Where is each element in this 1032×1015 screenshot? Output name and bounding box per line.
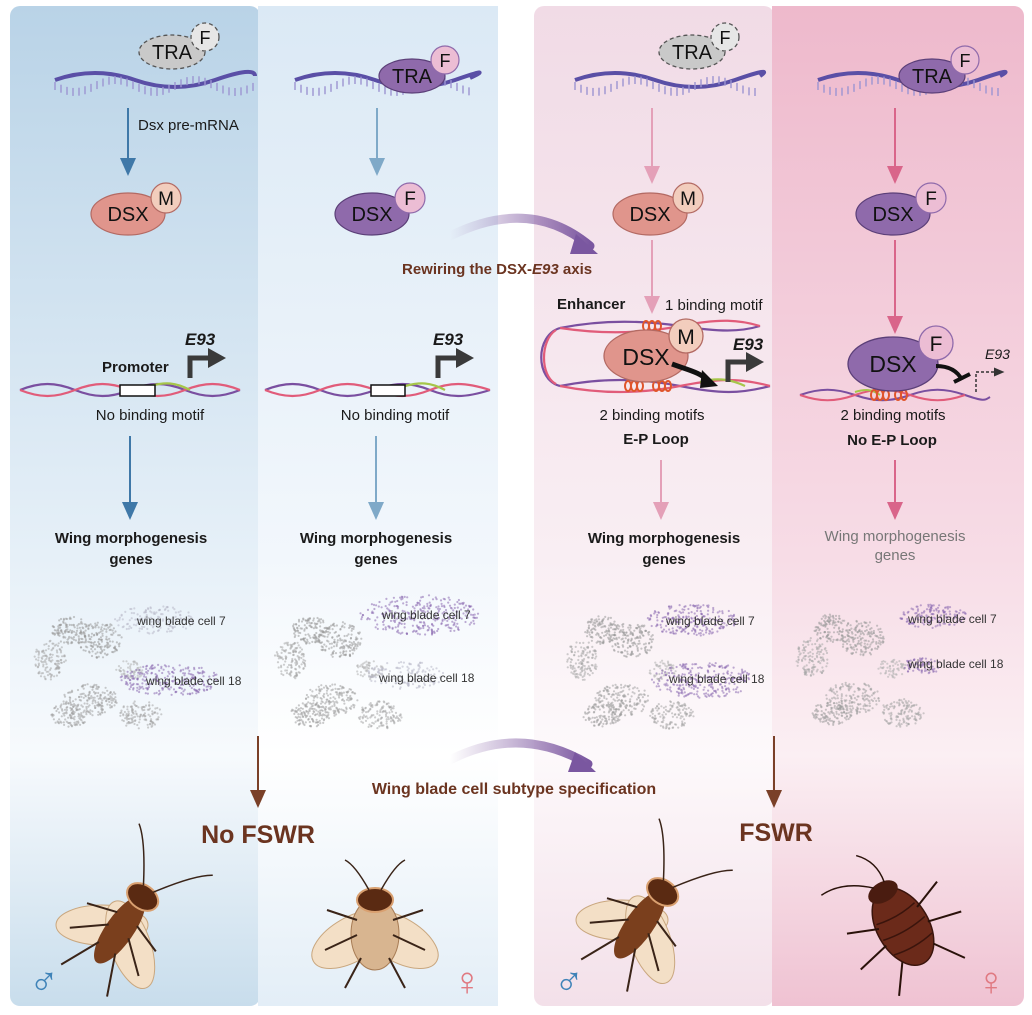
wing-genes-3-l1: Wing morphogenesis	[588, 530, 740, 547]
isoform-f-label: F	[200, 28, 211, 48]
cell7-label-3: wing blade cell 7	[665, 614, 755, 628]
no-fswr-label: No FSWR	[201, 821, 315, 849]
isoform-m-label: M	[680, 189, 696, 210]
dsx-label-noloop: DSX	[869, 351, 916, 377]
wing-genes-1-l1: Wing morphogenesis	[55, 530, 207, 547]
panel-male-nonfswr	[10, 6, 260, 1006]
cell18-label-1: wing blade cell 18	[145, 674, 242, 688]
gene-e93-2: E93	[433, 330, 464, 349]
subtype-spec-label: Wing blade cell subtype specification	[372, 781, 656, 798]
isoform-m-label-loop: M	[677, 326, 695, 349]
two-binding-motifs-4: 2 binding motifs	[840, 407, 945, 424]
isoform-f-label: F	[960, 51, 971, 71]
enhancer-label: Enhancer	[557, 296, 626, 313]
tra-label: TRA	[912, 66, 953, 88]
cell18-label-2: wing blade cell 18	[378, 671, 475, 685]
tra-label: TRA	[672, 42, 713, 64]
cell7-label-1: wing blade cell 7	[136, 614, 226, 628]
isoform-f-label: F	[720, 28, 731, 48]
promoter-label: Promoter	[102, 359, 169, 376]
wing-genes-4-l2: genes	[875, 547, 916, 564]
male-symbol-1: ♂	[29, 960, 59, 1004]
tra-label: TRA	[392, 66, 433, 88]
gene-e93-3: E93	[733, 335, 764, 354]
wing-genes-2-l1: Wing morphogenesis	[300, 530, 452, 547]
isoform-f-label: F	[925, 189, 937, 210]
wing-genes-1-l2: genes	[109, 551, 152, 568]
cell7-label-2: wing blade cell 7	[381, 608, 471, 622]
rewiring-label: Rewiring the DSX-E93 axis	[402, 261, 592, 278]
female-symbol-2: ♀	[976, 960, 1006, 1004]
pre-mrna-label: Dsx pre-mRNA	[138, 117, 239, 134]
dsx-label: DSX	[872, 204, 913, 226]
fswr-label: FSWR	[739, 819, 813, 847]
panel-female-nonfswr-corner	[470, 6, 498, 1006]
wing-genes-4-l1: Wing morphogenesis	[825, 528, 966, 545]
dsx-label: DSX	[351, 204, 392, 226]
cell7-label-4: wing blade cell 7	[907, 612, 997, 626]
no-binding-motif-1: No binding motif	[96, 407, 205, 424]
one-binding-motif: 1 binding motif	[665, 297, 763, 314]
isoform-f-label: F	[440, 51, 451, 71]
no-ep-loop-label: No E-P Loop	[847, 432, 937, 449]
panel-male-fswr	[534, 6, 774, 1006]
isoform-f-label-noloop: F	[930, 333, 943, 356]
male-symbol-2: ♂	[554, 960, 584, 1004]
isoform-m-label: M	[158, 189, 174, 210]
dsx-label: DSX	[629, 204, 670, 226]
wing-genes-2-l2: genes	[354, 551, 397, 568]
ep-loop-label: E-P Loop	[623, 431, 689, 448]
gene-e93-1: E93	[185, 330, 216, 349]
cell18-label-4: wing blade cell 18	[907, 657, 1004, 671]
tra-label: TRA	[152, 42, 193, 64]
no-binding-motif-2: No binding motif	[341, 407, 450, 424]
panel-female-fswr	[772, 6, 1024, 1006]
dsx-label-loop: DSX	[622, 344, 669, 370]
isoform-f-label: F	[404, 189, 416, 210]
female-symbol-1: ♀	[452, 960, 482, 1004]
dsx-label: DSX	[107, 204, 148, 226]
cell18-label-3: wing blade cell 18	[668, 672, 765, 686]
gene-e93-4: E93	[985, 346, 1010, 362]
panel-female-fswr-edge	[772, 6, 792, 1006]
two-binding-motifs-3: 2 binding motifs	[599, 407, 704, 424]
wing-genes-3-l2: genes	[642, 551, 685, 568]
panel-backgrounds	[10, 6, 1024, 1006]
